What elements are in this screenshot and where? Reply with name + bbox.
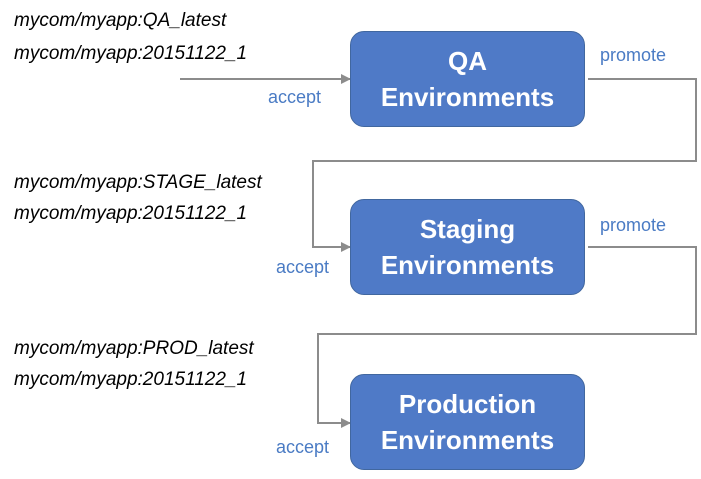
production-tag-latest: mycom/myapp:PROD_latest [14,338,254,359]
staging-environments-box: Staging Environments [350,199,585,295]
staging-tag-latest: mycom/myapp:STAGE_latest [14,172,262,193]
qa-box-title-line2: Environments [380,82,555,112]
production-box-title-line2: Environments [380,425,555,455]
promote-connector-staging-to-production [317,246,697,428]
qa-promote-label: promote [600,45,667,65]
qa-tag-version: mycom/myapp:20151122_1 [14,43,248,64]
staging-promote-label: promote [600,215,667,235]
staging-accept-label: accept [276,257,330,277]
qa-tag-latest: mycom/myapp:QA_latest [14,10,227,31]
qa-accept-label: accept [268,87,322,107]
promote-connector-qa-to-staging [312,78,697,252]
production-accept-label: accept [276,437,330,457]
production-tag-version: mycom/myapp:20151122_1 [14,369,248,390]
qa-box-title-line1: QA [448,46,487,76]
staging-box-title-line1: Staging [419,214,516,244]
staging-tag-version: mycom/myapp:20151122_1 [14,203,248,224]
qa-environments-box: QA Environments [350,31,585,127]
production-environments-box: Production Environments [350,374,585,470]
staging-box-title-line2: Environments [380,250,555,280]
production-box-title-line1: Production [398,389,537,419]
